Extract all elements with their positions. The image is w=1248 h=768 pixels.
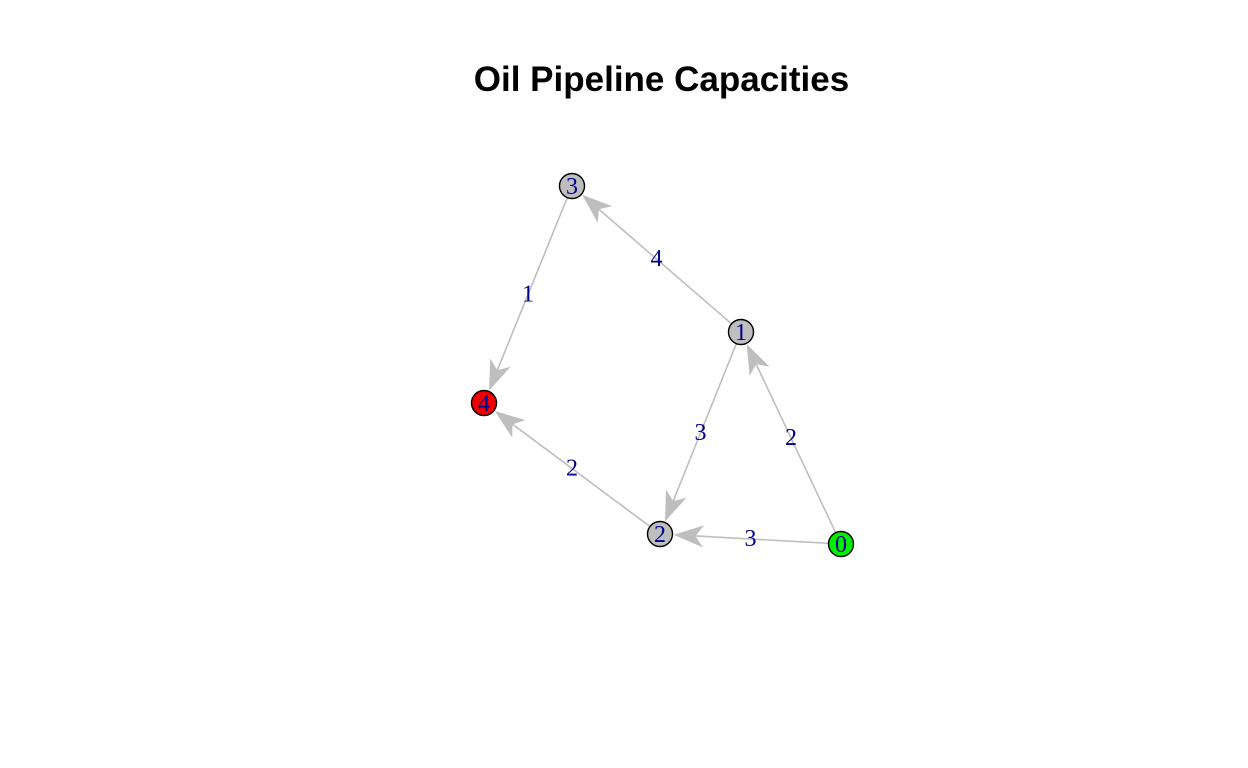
edge-capacity-label: 1 bbox=[522, 282, 534, 308]
arrowhead bbox=[494, 411, 526, 438]
edge-capacity-label: 4 bbox=[651, 246, 663, 272]
edge-layer: 2 3 3 4 2 1 bbox=[489, 194, 837, 552]
edge-line bbox=[598, 208, 733, 325]
node-label: 4 bbox=[478, 391, 490, 417]
edge-1-2: 3 bbox=[665, 343, 738, 522]
node-4: 4 bbox=[470, 389, 498, 417]
edge-line bbox=[672, 343, 738, 502]
node-1: 1 bbox=[727, 318, 755, 346]
node-label: 2 bbox=[654, 522, 666, 548]
edge-capacity-label: 2 bbox=[785, 425, 797, 451]
node-2: 2 bbox=[646, 520, 674, 548]
node-circle bbox=[470, 389, 498, 417]
edge-3-4: 1 bbox=[489, 197, 569, 391]
node-circle bbox=[646, 520, 674, 548]
node-circle bbox=[827, 530, 855, 558]
node-circle bbox=[727, 318, 755, 346]
arrowhead bbox=[489, 358, 511, 391]
edge-line bbox=[755, 363, 837, 534]
edge-line bbox=[695, 535, 829, 545]
edge-line bbox=[496, 197, 569, 371]
edge-0-1: 2 bbox=[746, 344, 837, 534]
edge-line bbox=[511, 423, 651, 528]
node-label: 3 bbox=[566, 174, 578, 200]
arrowhead bbox=[582, 194, 613, 223]
arrowhead bbox=[673, 525, 705, 548]
edge-capacity-label: 3 bbox=[695, 420, 707, 446]
node-label: 1 bbox=[735, 320, 747, 346]
edge-capacity-label: 2 bbox=[566, 456, 578, 482]
arrowhead bbox=[746, 344, 770, 377]
node-label: 0 bbox=[835, 532, 847, 558]
edge-2-4: 2 bbox=[494, 411, 651, 528]
edge-capacity-label: 3 bbox=[745, 526, 757, 552]
edge-1-3: 4 bbox=[582, 194, 733, 325]
node-circle bbox=[558, 172, 586, 200]
chart-title: Oil Pipeline Capacities bbox=[473, 60, 850, 99]
node-3: 3 bbox=[558, 172, 586, 200]
node-0: 0 bbox=[827, 530, 855, 558]
edge-0-2: 3 bbox=[673, 525, 829, 552]
node-layer: 0 1 2 3 4 bbox=[470, 172, 855, 558]
arrowhead bbox=[665, 489, 687, 522]
